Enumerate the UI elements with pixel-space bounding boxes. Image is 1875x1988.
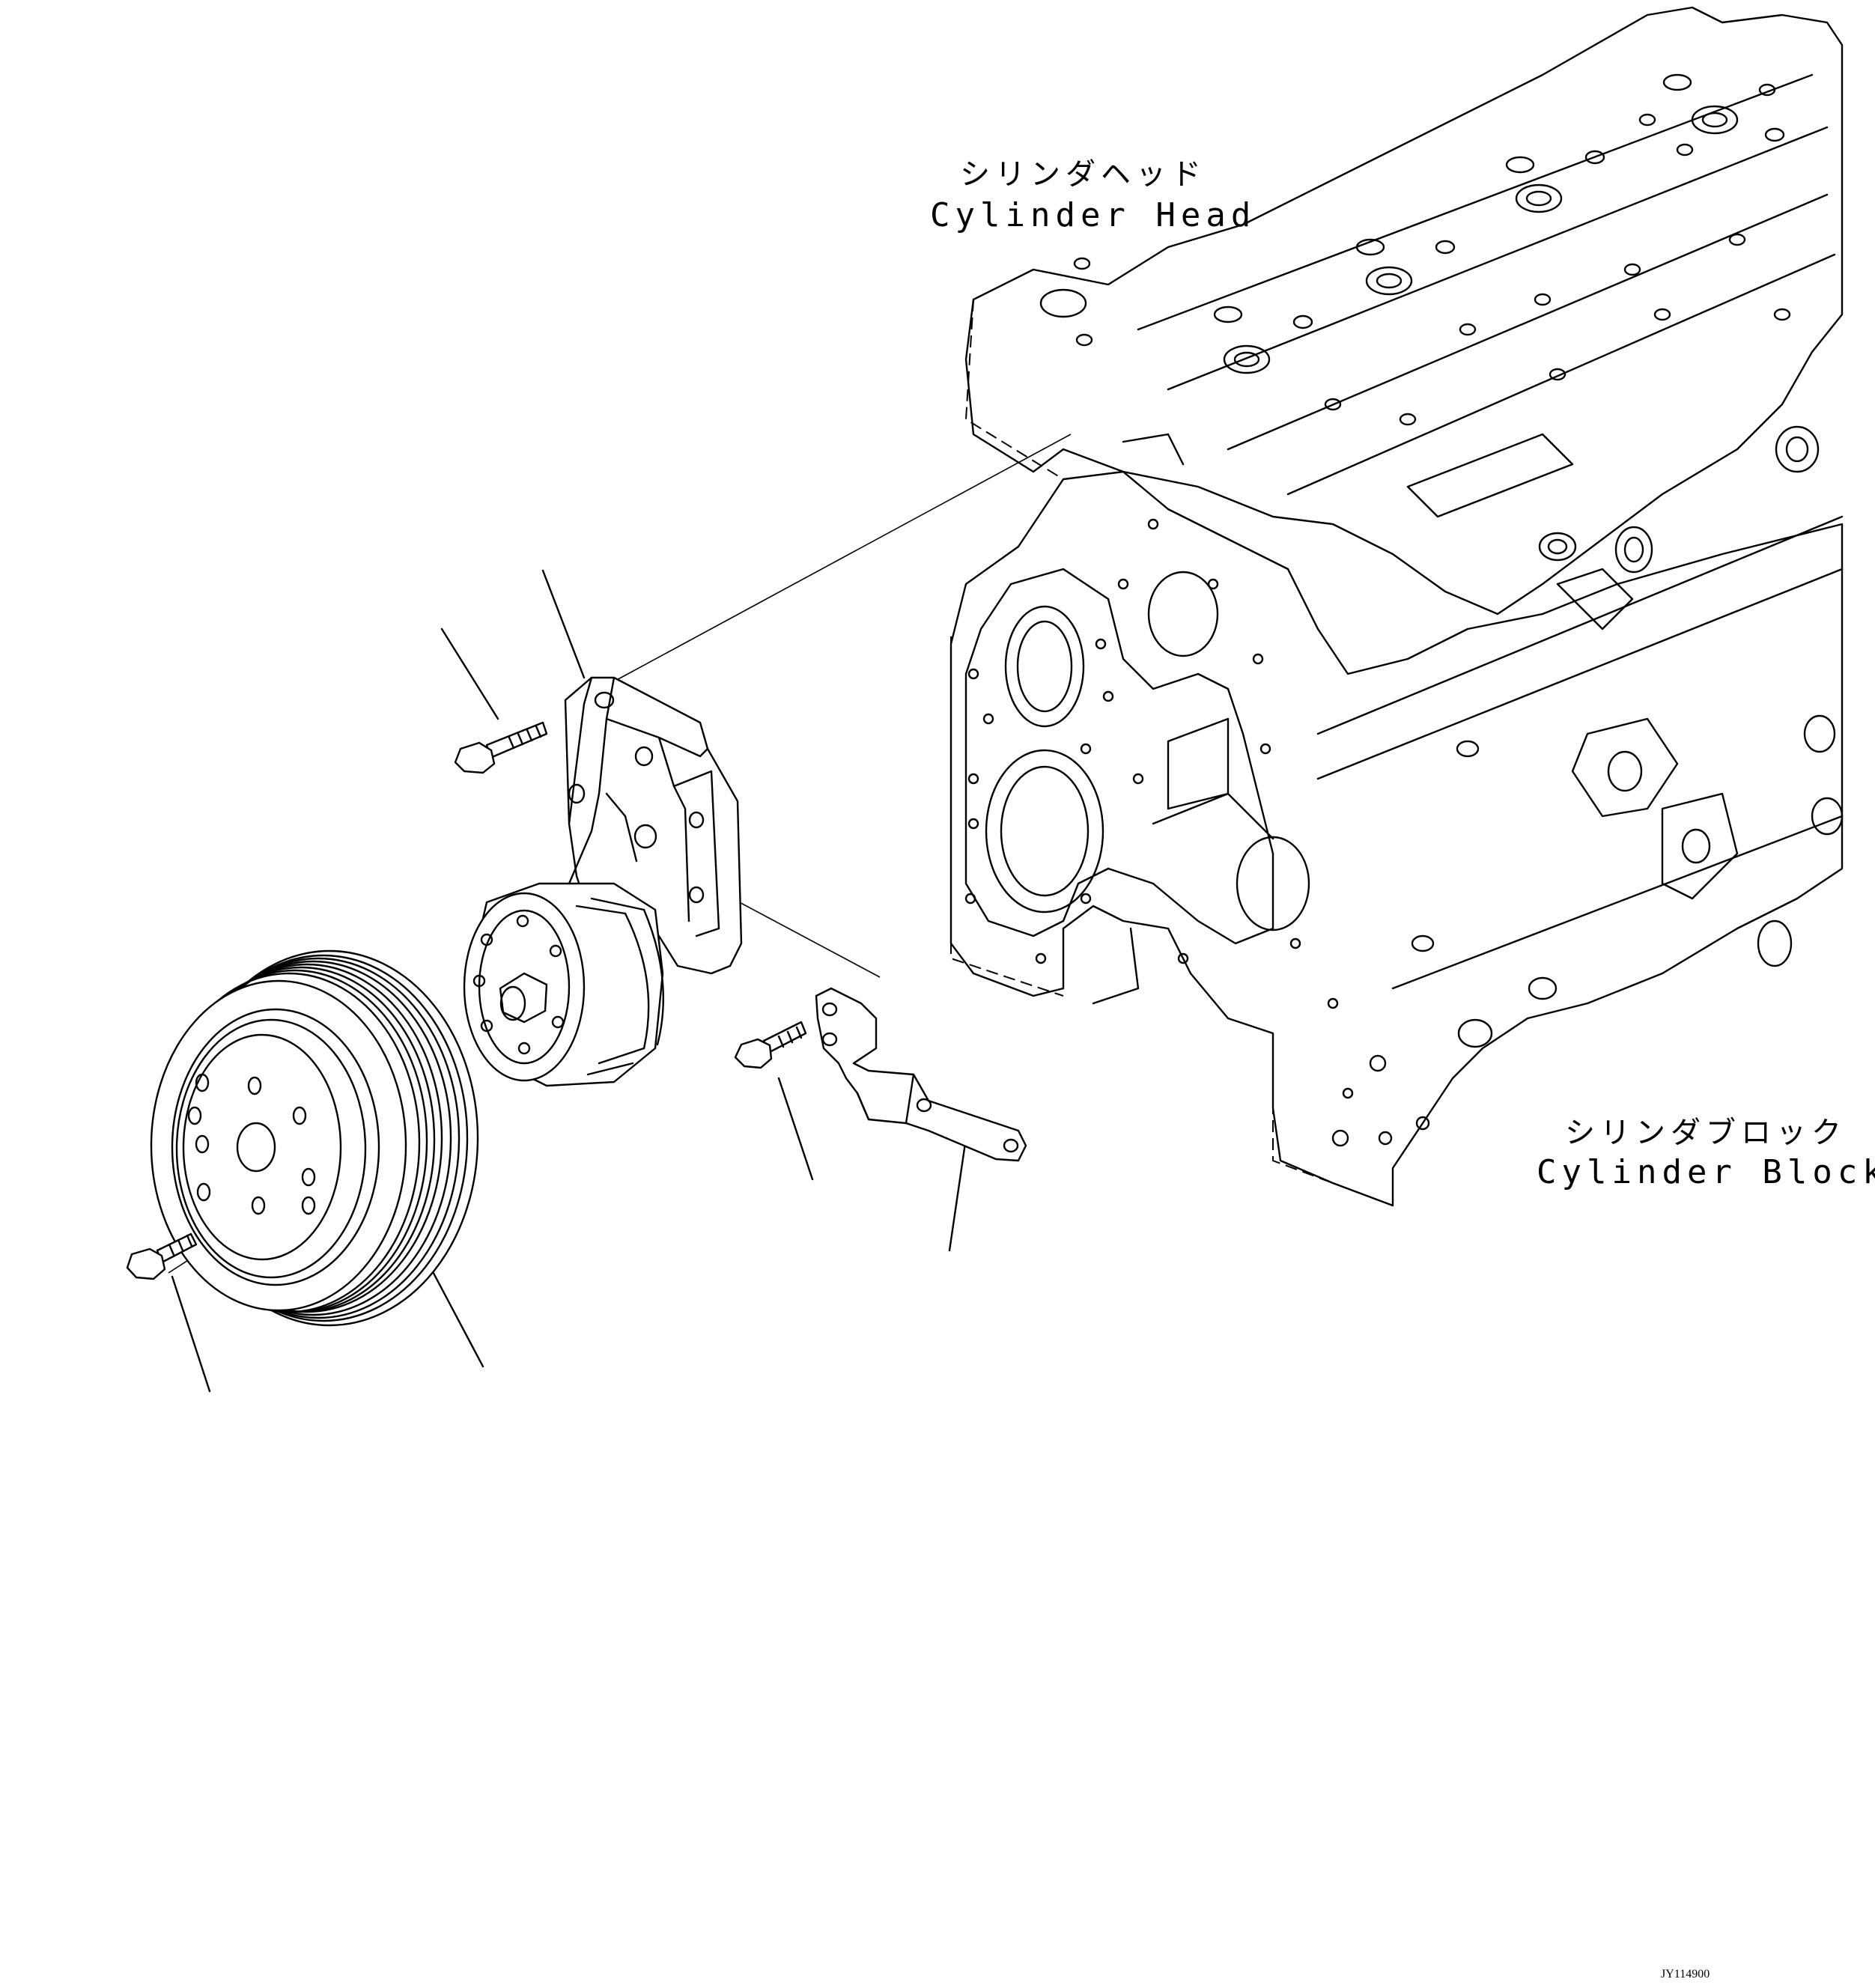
cylinder-block-label-en: Cylinder Block [1537, 1153, 1875, 1191]
fan-hub [463, 882, 665, 1087]
cylinder-block [949, 470, 1844, 1207]
cylinder-head-label-en: Cylinder Head [930, 196, 1256, 234]
fan-pulley [150, 949, 479, 1327]
callout-leader-bracket [541, 569, 586, 679]
engine-assembly [949, 6, 1844, 1207]
callout-leader-bracket-bolt [440, 627, 499, 720]
drawing-code: JY114900 [1661, 1968, 1710, 1981]
callout-leader-stay-bolt [777, 1077, 814, 1181]
stay-bolt [734, 1021, 807, 1069]
callout-leader-stay [948, 1137, 967, 1252]
cylinder-head [964, 6, 1844, 615]
cylinder-block-label-jp: シリンダブロック [1565, 1116, 1847, 1150]
pulley-bolt [126, 1232, 198, 1280]
callout-leader-pulley-bolt [171, 1275, 211, 1393]
cylinder-head-label-jp: シリンダヘッド [960, 157, 1206, 192]
assembly-line-bracket-to-head [613, 434, 1072, 682]
bracket-bolt [454, 721, 548, 774]
fan-stay [815, 987, 1027, 1162]
